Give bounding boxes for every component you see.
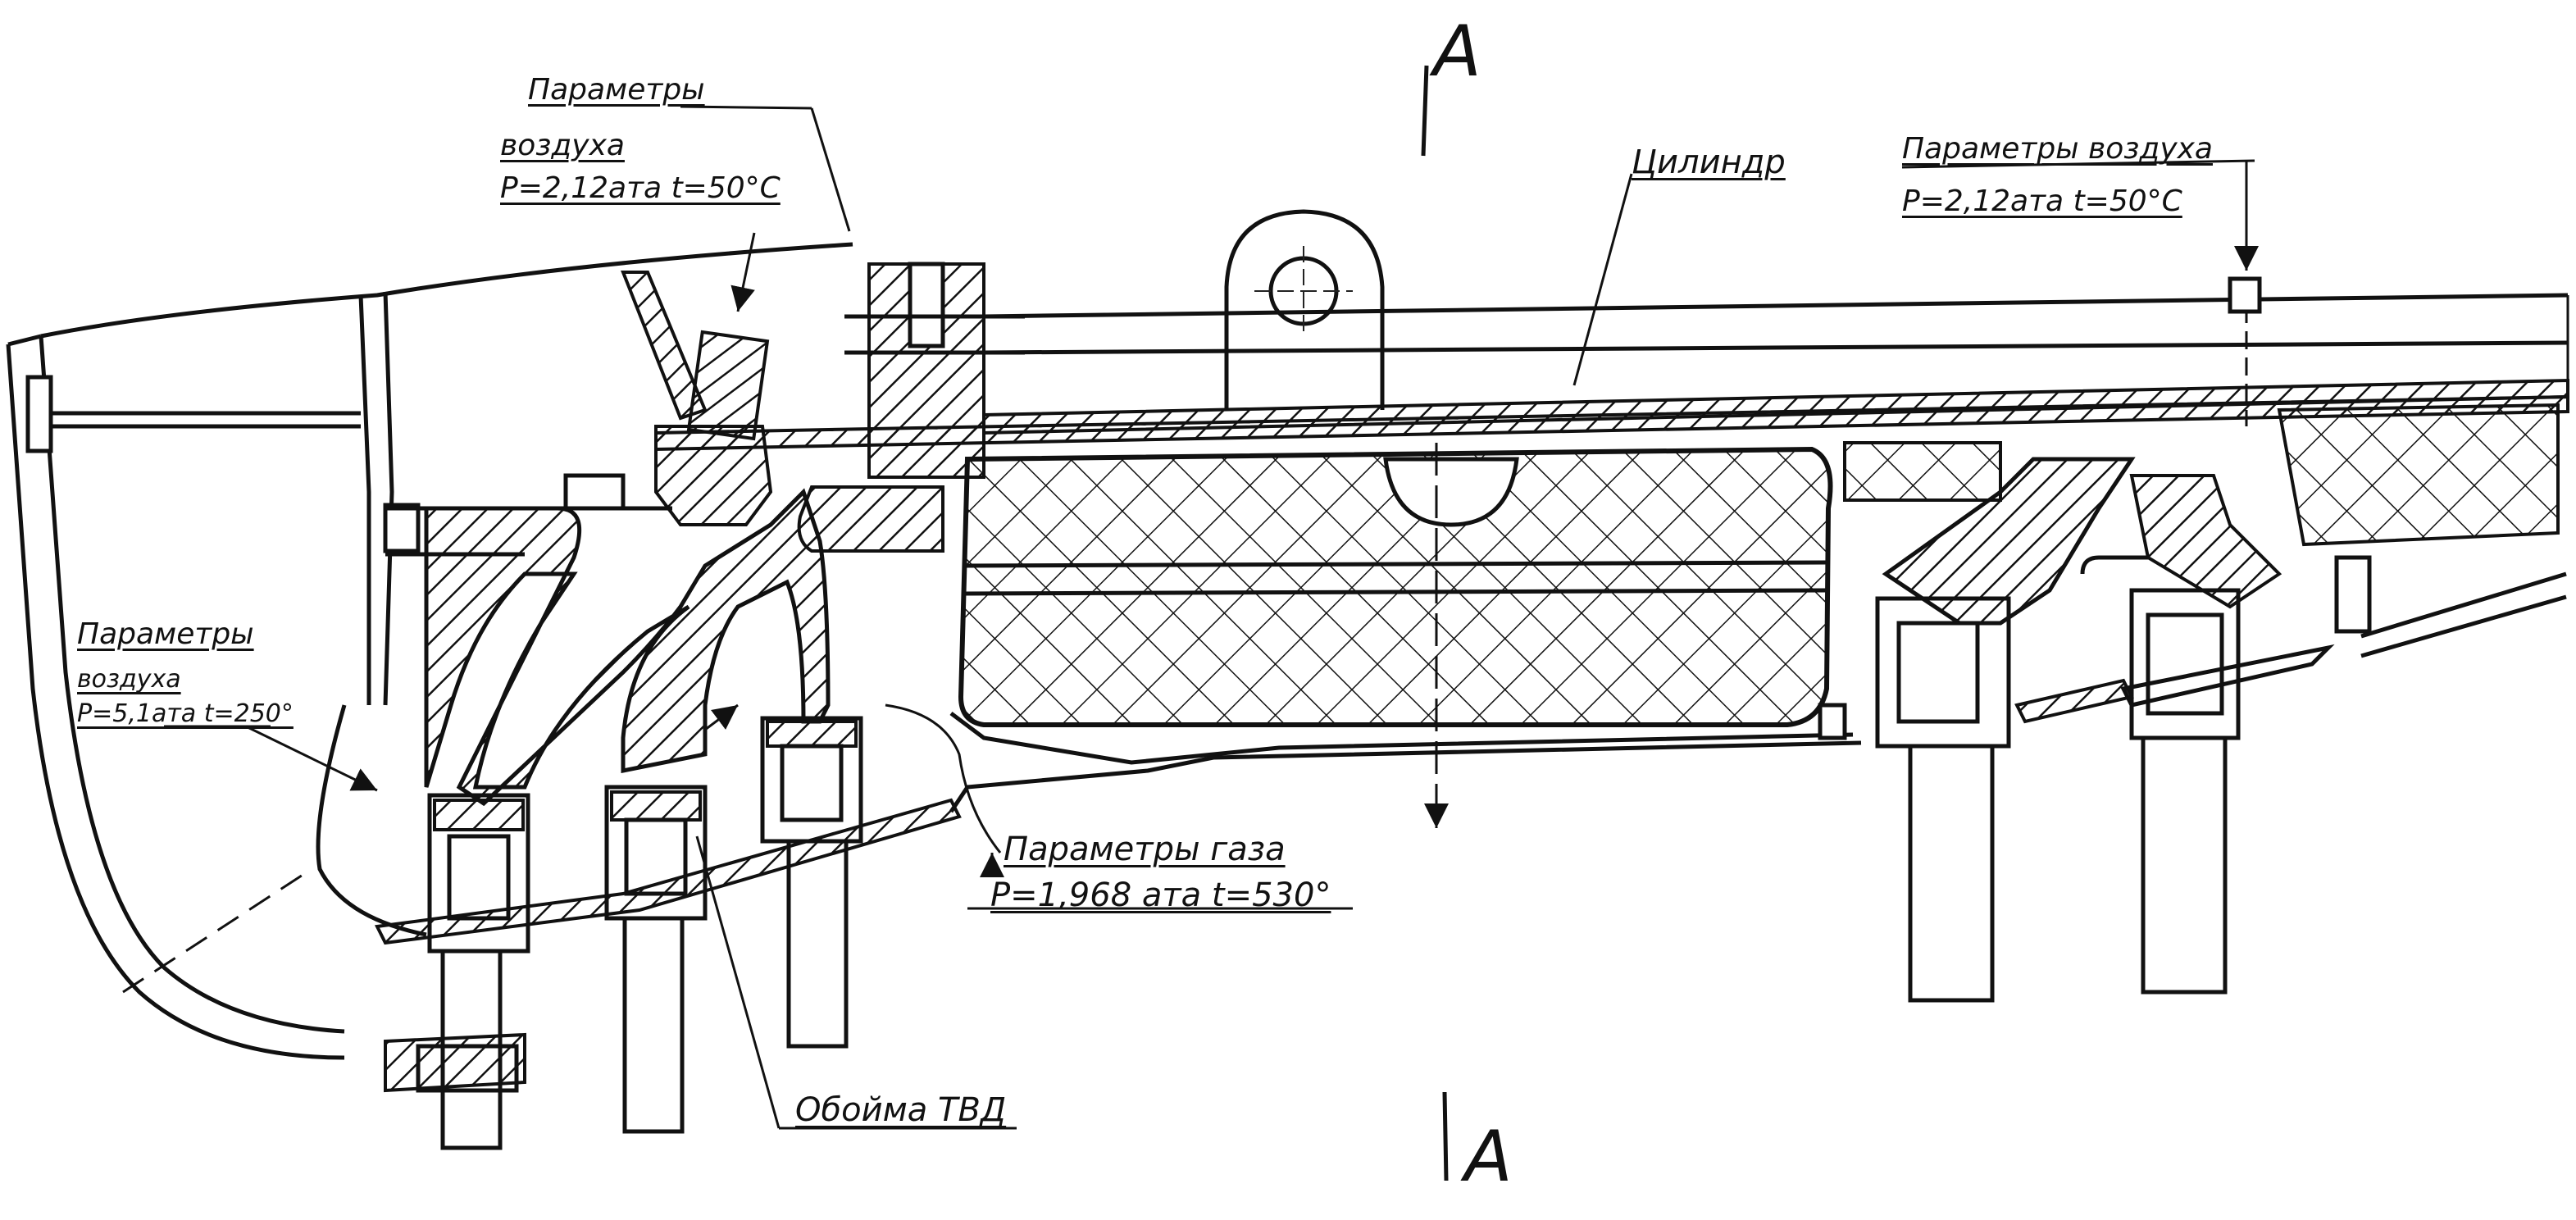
section-line-bottom: [1442, 1091, 1449, 1181]
blade-socket-2: [604, 785, 708, 1134]
air-params-left-values: P=5,1ата t=250°: [77, 699, 294, 728]
combustion-liner: [797, 403, 2560, 828]
gas-params-title: Параметры газа: [1004, 831, 1286, 868]
turbine-support: [383, 473, 831, 807]
lifting-eye: [1224, 209, 1385, 410]
cylinder-label: Цилиндр: [1632, 143, 1786, 181]
air-inlet-shaft: [621, 232, 773, 526]
air-params-top-left-subtitle: воздуха: [500, 129, 625, 162]
turbine-blades-left: [374, 716, 962, 1150]
air-params-left-subtitle: воздуха: [77, 665, 181, 694]
air-params-top-left-values: P=2,12ата t=50°C: [500, 171, 781, 205]
turbine-nozzle-right: [1875, 457, 2567, 1003]
section-mark-bottom: A: [1464, 1116, 1513, 1198]
air-params-left-title: Параметры: [77, 617, 254, 651]
blade-socket-3: [760, 716, 863, 1049]
air-params-top-left-title: Параметры: [528, 73, 705, 107]
section-mark-top: A: [1433, 11, 1481, 93]
air-params-top-right-title: Параметры воздуха: [1902, 132, 2213, 166]
holder-label: Обойма ТВД: [795, 1091, 1007, 1129]
section-line-top: [1421, 65, 1429, 157]
air-params-top-right-values: P=2,12ата t=50°C: [1902, 184, 2182, 218]
leader-lines: [164, 105, 2259, 1130]
blade-socket-1: [427, 793, 530, 1150]
gas-params-values: P=1,968 ата t=530°: [990, 876, 1331, 914]
top-casing: [654, 276, 2569, 452]
